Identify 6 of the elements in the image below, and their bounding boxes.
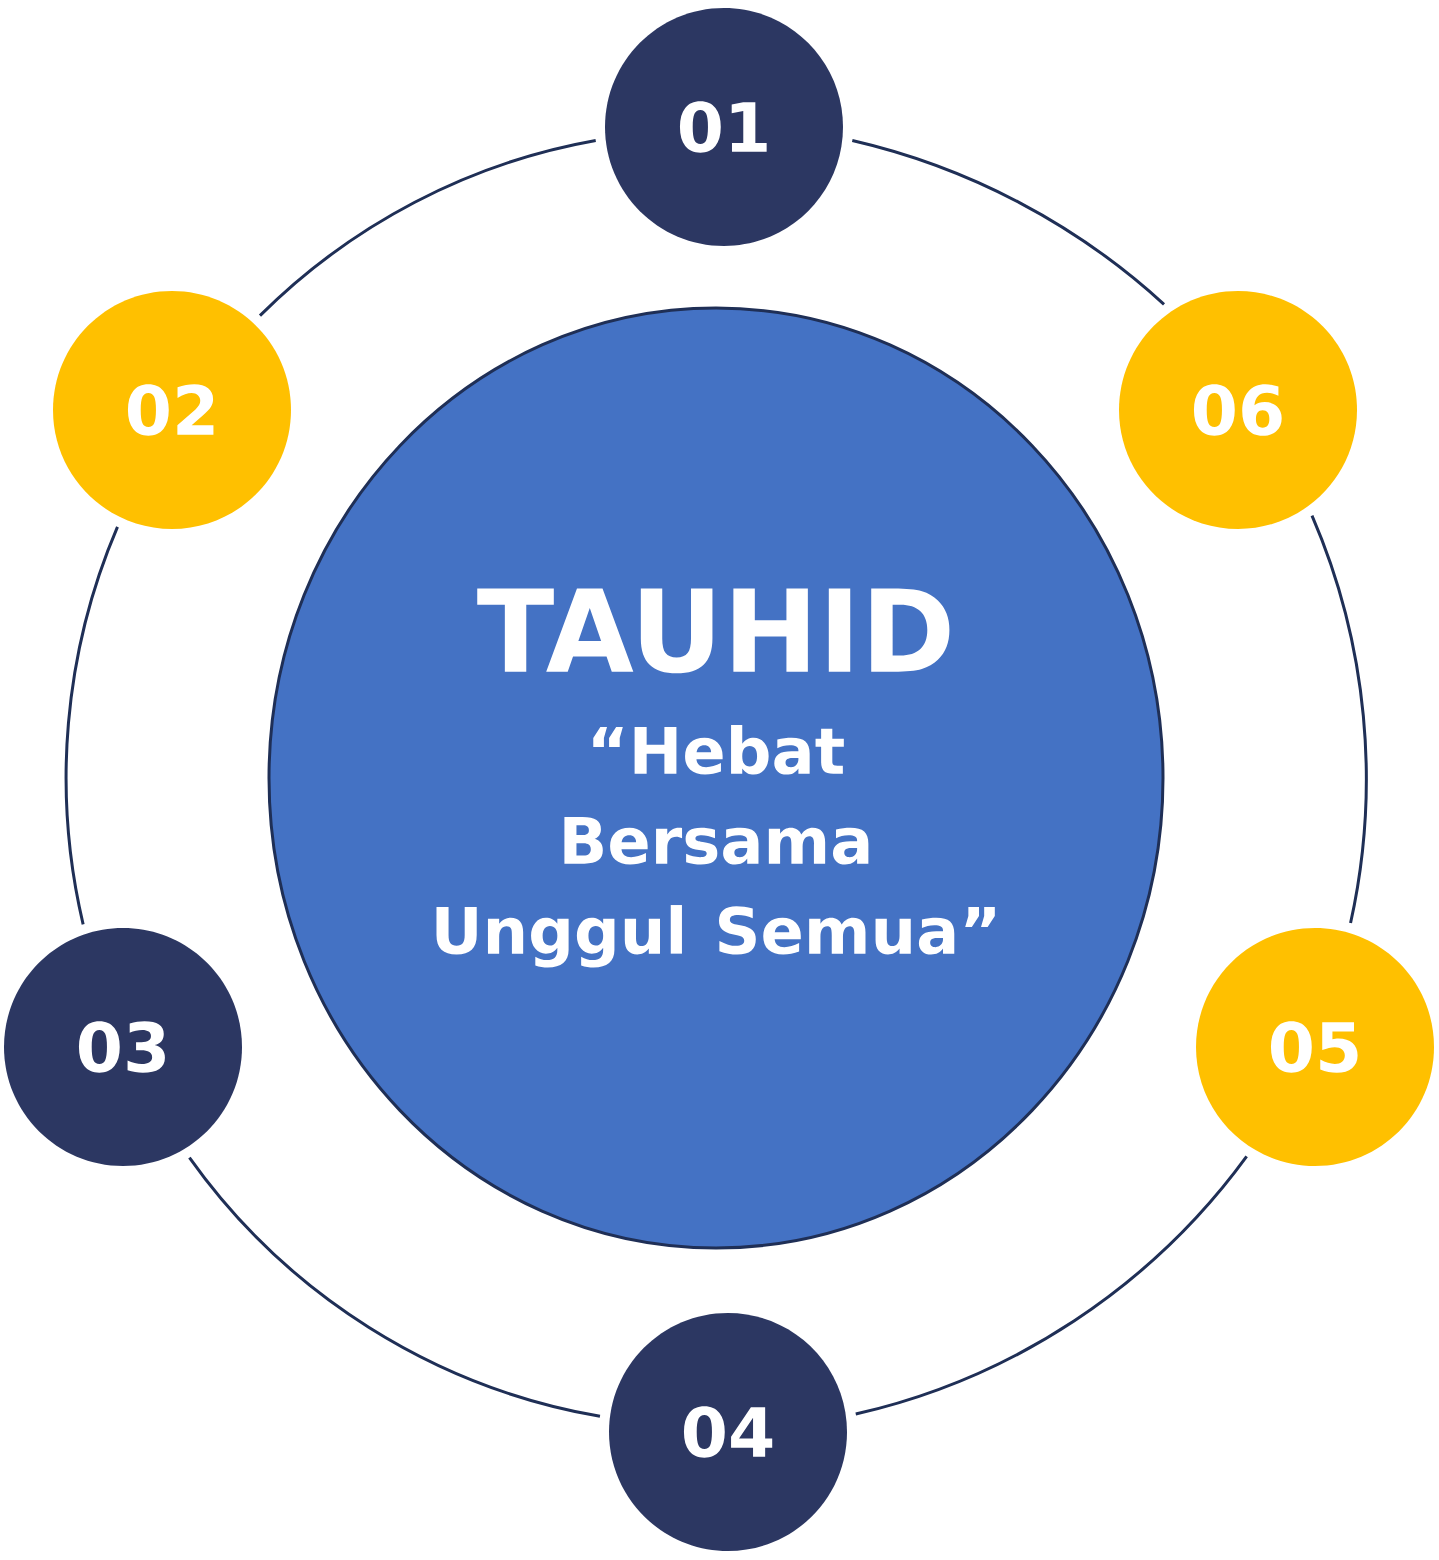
ring-arc [258, 139, 596, 317]
ring-arc [64, 526, 119, 925]
ring-arc [855, 1155, 1248, 1416]
ring-arc [1310, 515, 1368, 924]
ring-arc [851, 139, 1165, 306]
ring-arc [188, 1156, 601, 1418]
